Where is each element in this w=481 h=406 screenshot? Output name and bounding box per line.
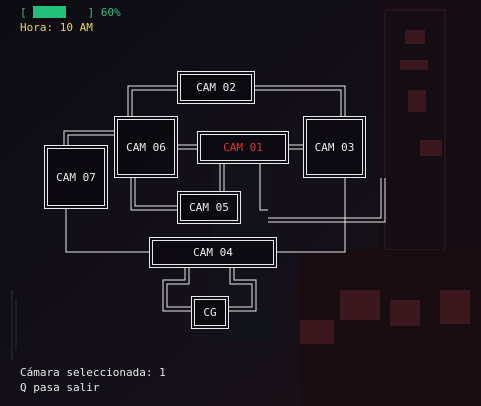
cam-01-button[interactable]: CAM 01 [197, 131, 289, 164]
cam-05-button[interactable]: CAM 05 [177, 191, 241, 224]
cam-07-button[interactable]: CAM 07 [44, 145, 108, 209]
battery-indicator: [] 60% [20, 6, 121, 20]
quit-hint: Q pasa salir [20, 381, 100, 394]
cam-03-button[interactable]: CAM 03 [303, 116, 366, 178]
selected-camera-label: Cámara seleccionada: 1 [20, 366, 166, 379]
battery-open-bracket: [ [20, 6, 27, 19]
battery-close-bracket: ] [87, 6, 95, 19]
cg-button[interactable]: CG [191, 296, 229, 329]
cam-06-button[interactable]: CAM 06 [114, 116, 178, 178]
battery-bar [32, 6, 66, 18]
battery-percent: 60% [100, 6, 121, 19]
cam-02-button[interactable]: CAM 02 [177, 71, 255, 104]
hour-label: Hora: 10 AM [20, 21, 93, 34]
cam-04-button[interactable]: CAM 04 [149, 237, 277, 268]
